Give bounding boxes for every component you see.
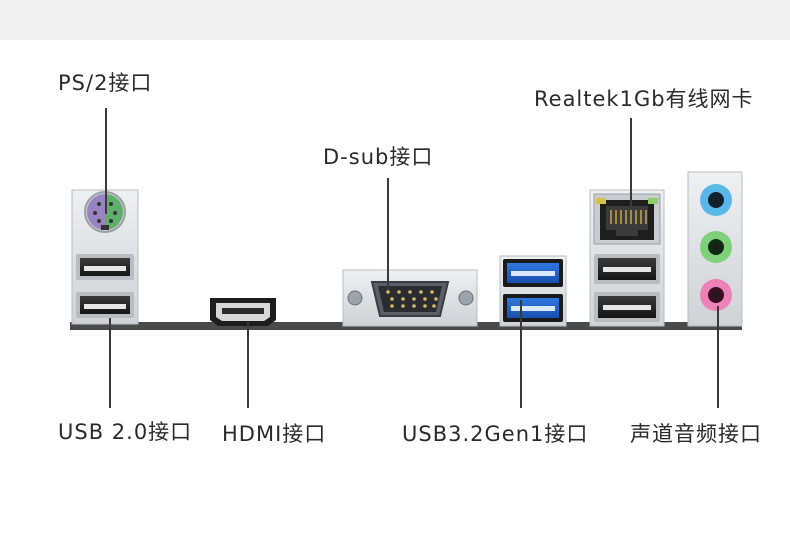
label-lan: Realtek1Gb有线网卡: [534, 87, 754, 111]
label-usb32: USB3.2Gen1接口: [402, 422, 589, 446]
lan-usb-stack: [589, 189, 665, 327]
usb32-port-icon: [503, 259, 563, 287]
usb2-port-icon: [594, 292, 660, 322]
label-dsub: D-sub接口: [323, 145, 434, 169]
usb2-port-icon: [594, 254, 660, 284]
label-hdmi: HDMI接口: [222, 422, 327, 446]
audio-jack-green-icon: [700, 231, 732, 263]
audio-jack-blue-icon: [700, 184, 732, 216]
leader-lines: [105, 108, 719, 408]
usb2-port-icon: [76, 292, 134, 318]
hdmi-port-icon: [210, 298, 276, 326]
label-audio: 声道音频接口: [630, 422, 762, 446]
audio-stack: [687, 171, 743, 327]
audio-jack-pink-icon: [700, 279, 732, 311]
rj45-port-icon: [593, 193, 661, 245]
usb32-stack: [499, 255, 567, 327]
usb2-port-icon: [76, 254, 134, 280]
label-ps2: PS/2接口: [58, 71, 153, 95]
dsub-port-icon: [342, 269, 478, 327]
top-band: [0, 0, 790, 40]
usb32-port-icon: [503, 294, 563, 322]
label-usb2: USB 2.0接口: [58, 420, 193, 444]
